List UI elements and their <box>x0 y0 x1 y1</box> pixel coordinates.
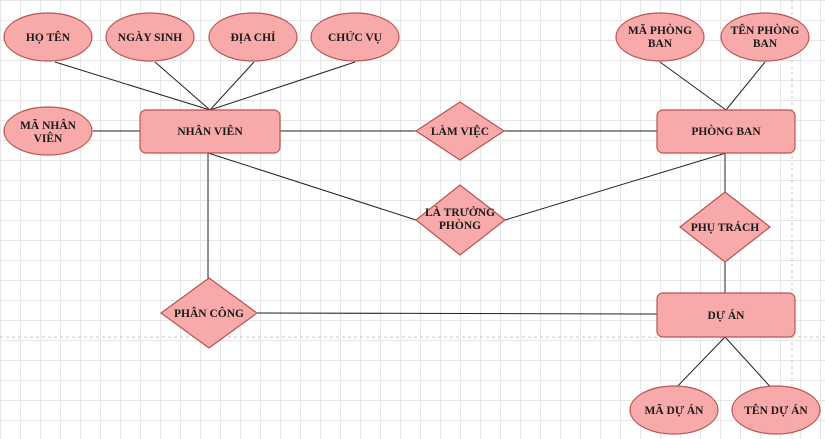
label-ma-phong-ban-line1: MÃ PHÒNG <box>628 23 692 37</box>
label-la-truong-phong-line2: PHÒNG <box>439 218 481 232</box>
edge-ma-du-an <box>671 336 726 393</box>
label-ten-phong-ban-line2: BAN <box>753 38 778 50</box>
entity-nhan-vien: NHÂN VIÊN <box>139 109 281 154</box>
attribute-ten-phong-ban: TÊN PHÒNG BAN <box>720 12 810 62</box>
label-nhan-vien: NHÂN VIÊN <box>177 124 243 138</box>
entity-du-an: DỰ ÁN <box>656 292 796 338</box>
connectors <box>54 61 776 393</box>
edge-ten-phong-ban <box>725 61 766 111</box>
edge-chuc-vu <box>209 61 356 111</box>
label-ma-nhan-vien-line2: VIÊN <box>34 131 63 145</box>
relationship-lam-viec: LÀM VIỆC <box>414 101 506 161</box>
edge-ho-ten <box>54 61 211 111</box>
label-ma-du-an: MÃ DỰ ÁN <box>645 403 705 417</box>
label-ma-nhan-vien-line1: MÃ NHÂN <box>20 118 77 132</box>
label-phu-trach: PHỤ TRÁCH <box>691 220 760 234</box>
attribute-ho-ten: HỌ TÊN <box>3 12 93 62</box>
edge-nv-truong-phong <box>207 152 417 221</box>
attribute-dia-chi: ĐỊA CHỈ <box>208 12 298 62</box>
label-lam-viec: LÀM VIỆC <box>431 124 489 138</box>
attribute-ngay-sinh: NGÀY SINH <box>105 12 195 62</box>
relationship-phan-cong: PHÂN CÔNG <box>159 277 259 349</box>
label-ho-ten: HỌ TÊN <box>26 30 71 44</box>
relationship-phu-trach: PHỤ TRÁCH <box>679 191 771 263</box>
relationship-la-truong-phong: LÀ TRƯỞNG PHÒNG <box>415 184 506 256</box>
attribute-ma-du-an: MÃ DỰ ÁN <box>629 385 719 435</box>
edge-ma-phong-ban <box>659 61 727 111</box>
attribute-ma-phong-ban: MÃ PHÒNG BAN <box>615 12 705 62</box>
label-chuc-vu: CHỨC VỤ <box>328 30 383 44</box>
label-ngay-sinh: NGÀY SINH <box>118 30 182 44</box>
label-dia-chi: ĐỊA CHỈ <box>230 30 276 44</box>
label-phong-ban: PHÒNG BAN <box>691 124 761 138</box>
edge-phan-cong-da <box>256 312 658 315</box>
attribute-ma-nhan-vien: MÃ NHÂN VIÊN <box>3 106 93 156</box>
label-ten-phong-ban-line1: TÊN PHÒNG <box>731 23 800 37</box>
label-ten-du-an: TÊN DỰ ÁN <box>744 403 808 417</box>
label-la-truong-phong-line1: LÀ TRƯỞNG <box>425 205 495 219</box>
entity-phong-ban: PHÒNG BAN <box>656 109 796 154</box>
edge-dia-chi <box>209 61 255 111</box>
label-du-an: DỰ ÁN <box>708 308 746 322</box>
attribute-chuc-vu: CHỨC VỤ <box>310 12 400 62</box>
label-ma-phong-ban-line2: BAN <box>648 38 673 50</box>
edge-ten-du-an <box>724 336 776 393</box>
label-phan-cong: PHÂN CÔNG <box>174 306 244 320</box>
attribute-ten-du-an: TÊN DỰ ÁN <box>731 385 821 435</box>
edge-truong-phong-pb <box>504 152 727 221</box>
edge-ngay-sinh <box>154 61 211 111</box>
